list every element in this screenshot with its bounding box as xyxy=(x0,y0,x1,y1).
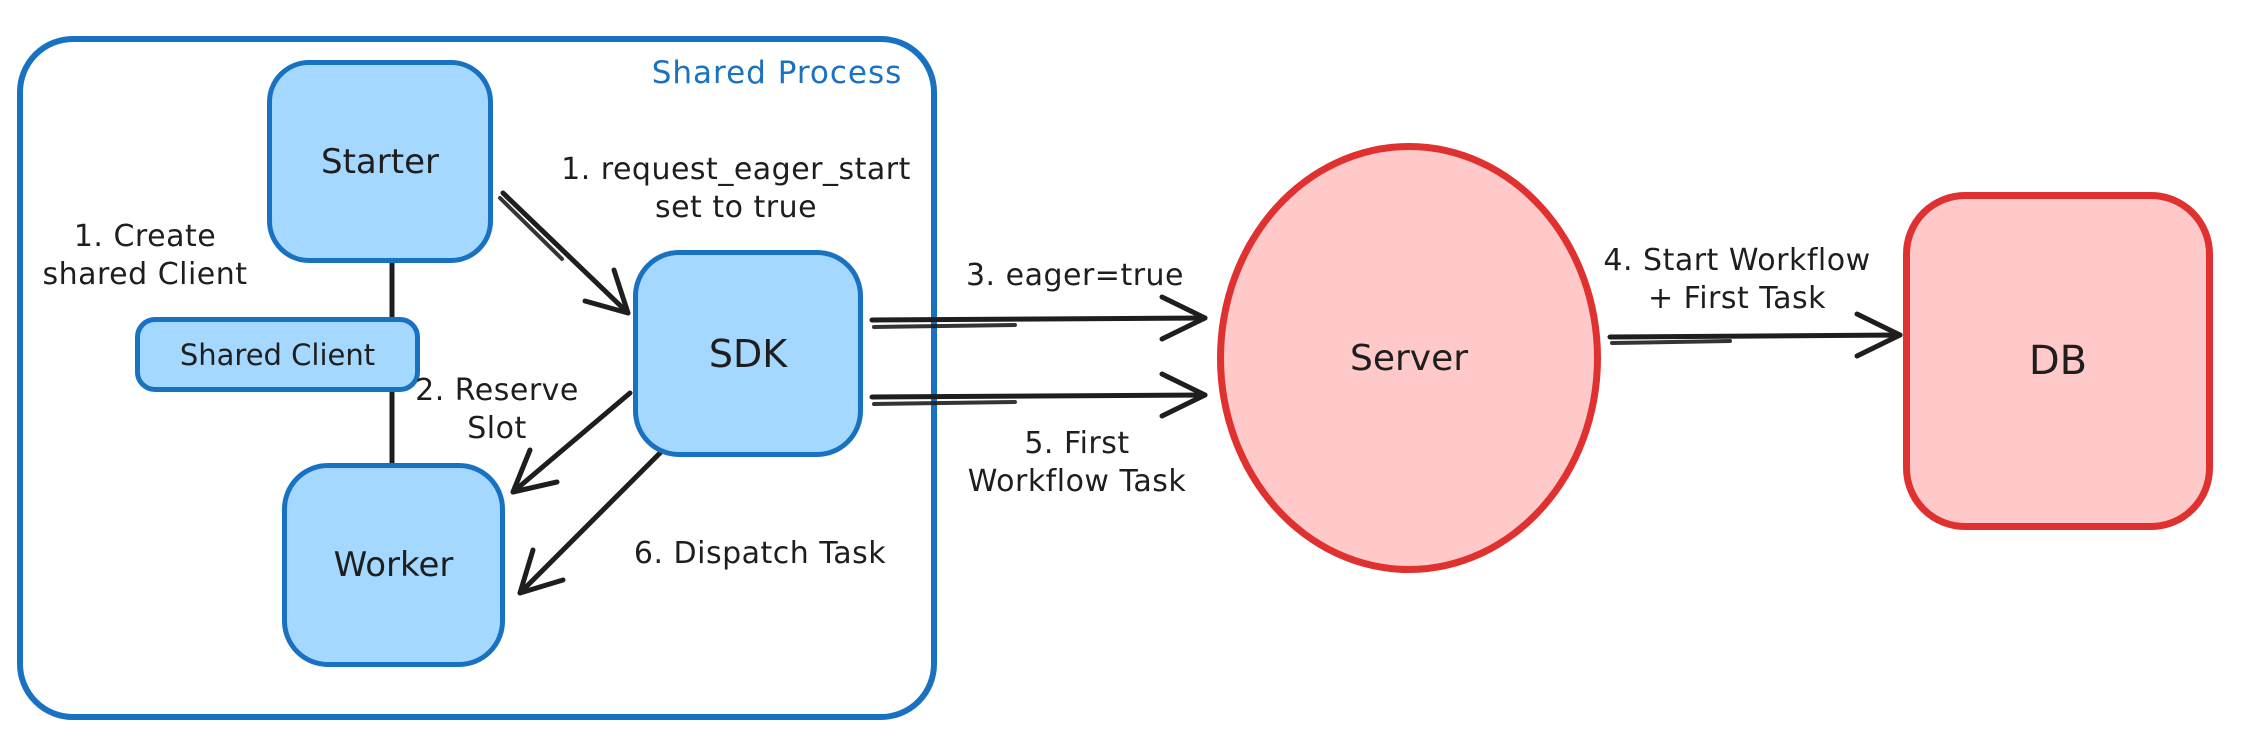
node-sdk-label: SDK xyxy=(708,331,788,376)
node-starter: Starter xyxy=(267,60,493,263)
node-shared-client: Shared Client xyxy=(135,317,420,392)
node-starter-label: Starter xyxy=(321,141,439,182)
node-db: DB xyxy=(1903,192,2213,530)
node-sdk: SDK xyxy=(633,250,863,457)
annotation-eager-true: 3. eager=true xyxy=(965,258,1185,293)
annotation-dispatch-task: 6. Dispatch Task xyxy=(633,536,887,571)
arrowhead xyxy=(1159,371,1208,419)
node-worker: Worker xyxy=(282,463,505,667)
node-db-label: DB xyxy=(2028,338,2088,384)
annotation-reserve-slot: 2. Reserve Slot xyxy=(415,373,579,446)
node-shared-client-label: Shared Client xyxy=(179,337,376,372)
shared-process-container xyxy=(17,36,937,720)
arrowhead xyxy=(1854,311,1903,359)
node-server-label: Server xyxy=(1349,337,1469,379)
arrowhead xyxy=(1159,294,1208,342)
annotation-create-shared-client: 1. Create shared Client xyxy=(42,219,248,292)
annotation-first-workflow-task: 5. First Workflow Task xyxy=(967,426,1187,499)
annotation-request-eager-start: 1. request_eager_start set to true xyxy=(561,152,911,225)
node-server: Server xyxy=(1217,143,1601,573)
arrow-server-to-db xyxy=(1607,311,1903,359)
annotation-start-workflow: 4. Start Workflow + First Task xyxy=(1603,243,1871,316)
shared-process-label: Shared Process xyxy=(651,55,903,91)
node-worker-label: Worker xyxy=(333,545,454,585)
